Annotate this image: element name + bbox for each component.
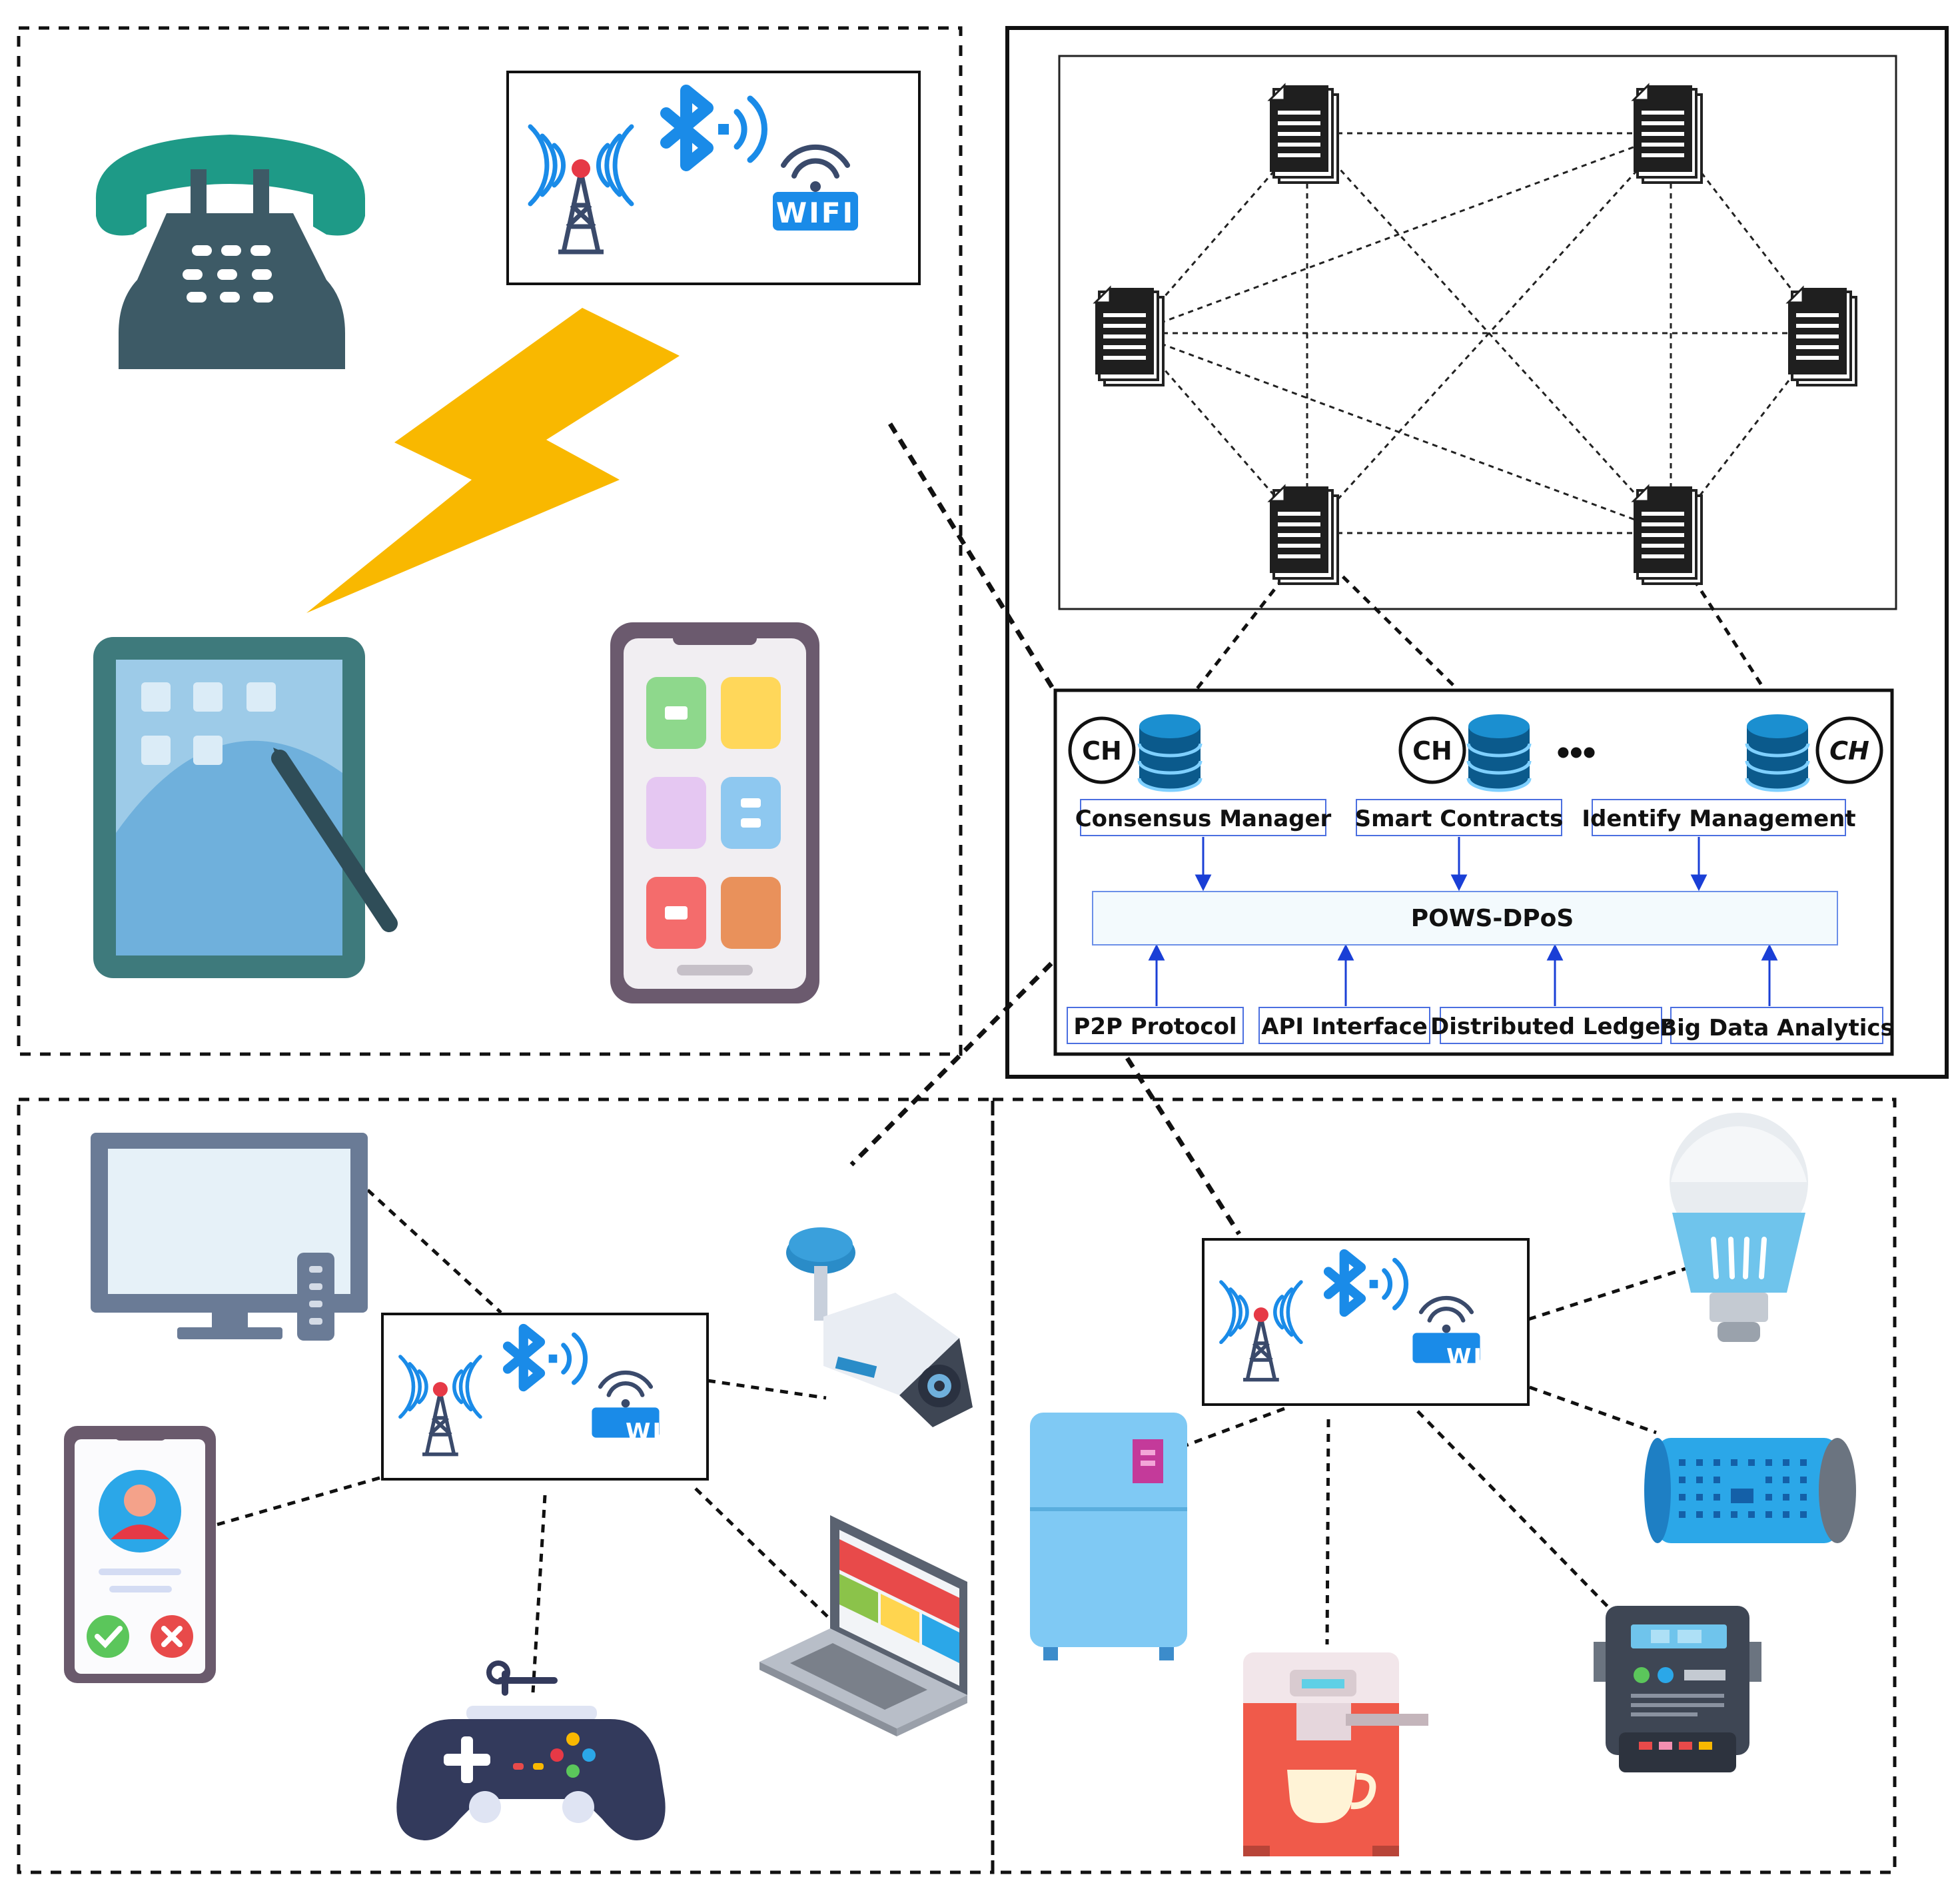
iot-zone-3-frame — [991, 1097, 1897, 1874]
core-label: POWS-DPoS — [1411, 905, 1574, 932]
document-node-icon — [1632, 84, 1703, 184]
smart-speaker-icon — [1644, 1438, 1856, 1543]
cluster-head-label: CH — [1829, 736, 1869, 766]
light-bulb-icon — [1670, 1113, 1808, 1342]
module-smart-contracts: Smart Contracts — [1355, 799, 1564, 836]
module-label: API Interface — [1261, 1013, 1428, 1040]
document-node-icon — [1268, 485, 1339, 585]
document-node-icon — [1094, 287, 1165, 386]
television-icon — [91, 1133, 368, 1341]
lightning-bolt-icon — [306, 308, 680, 613]
cluster-head-3: CH — [1815, 716, 1883, 784]
gateway-zone-2: WIFI — [381, 1313, 709, 1481]
module-label: Consensus Manager — [1075, 806, 1332, 832]
module-big-data-analytics: Big Data Analytics — [1660, 1007, 1894, 1044]
database-icon — [1468, 714, 1530, 792]
document-node-icon — [1268, 84, 1339, 184]
module-identify-management: Identify Management — [1582, 799, 1856, 836]
zone-2-links — [217, 1189, 829, 1693]
module-api-interface: API Interface — [1258, 1007, 1430, 1044]
p2p-network-frame — [1058, 55, 1897, 610]
module-consensus-manager: Consensus Manager — [1075, 799, 1332, 836]
smartphone-apps-icon — [610, 622, 819, 1003]
p2p-mesh-links — [1131, 132, 1827, 534]
tablet-stylus-icon — [93, 637, 398, 978]
module-p2p-protocol: P2P Protocol — [1067, 1007, 1244, 1044]
security-camera-icon — [786, 1227, 973, 1427]
wifi-label: WIFI — [1446, 1344, 1512, 1371]
cluster-head-2: CH — [1398, 716, 1466, 784]
blockchain-frame — [1005, 26, 1949, 1079]
database-icon — [1139, 714, 1201, 792]
document-node-icon — [1787, 287, 1857, 386]
module-distributed-ledger: Distributed Ledger — [1430, 1007, 1672, 1044]
pows-dpos-core: POWS-DPoS — [1092, 891, 1838, 945]
module-arrows — [1148, 837, 1778, 1006]
incoming-call-phone-icon — [64, 1426, 216, 1683]
telephone-icon — [95, 135, 366, 369]
gamepad-icon — [396, 1660, 666, 1840]
module-label: Identify Management — [1582, 806, 1855, 832]
gateway-zone-1: WIFI — [506, 71, 921, 285]
coffee-machine-icon — [1243, 1652, 1428, 1856]
module-label: Distributed Ledger — [1430, 1013, 1672, 1040]
document-node-icon — [1632, 485, 1703, 585]
iot-zone-1-frame — [17, 26, 963, 1056]
zone-3-links — [1184, 1267, 1686, 1645]
database-icon — [1747, 714, 1808, 792]
wifi-label: WIFI — [776, 197, 855, 229]
module-label: P2P Protocol — [1073, 1013, 1236, 1040]
laptop-icon — [759, 1515, 967, 1736]
module-label: Big Data Analytics — [1660, 1015, 1894, 1041]
cluster-head-label: CH — [1412, 736, 1452, 766]
cluster-head-label: CH — [1082, 736, 1122, 766]
gateway-zone-3: WIFI — [1202, 1238, 1530, 1406]
more-clusters-ellipsis: ••• — [1557, 731, 1596, 773]
smart-meter-icon — [1594, 1606, 1761, 1772]
refrigerator-icon — [1030, 1413, 1187, 1660]
module-label: Smart Contracts — [1355, 806, 1564, 832]
zone-connectors — [849, 422, 1241, 1235]
wifi-label: WIFI — [626, 1419, 691, 1445]
cluster-head-1: CH — [1068, 716, 1136, 784]
